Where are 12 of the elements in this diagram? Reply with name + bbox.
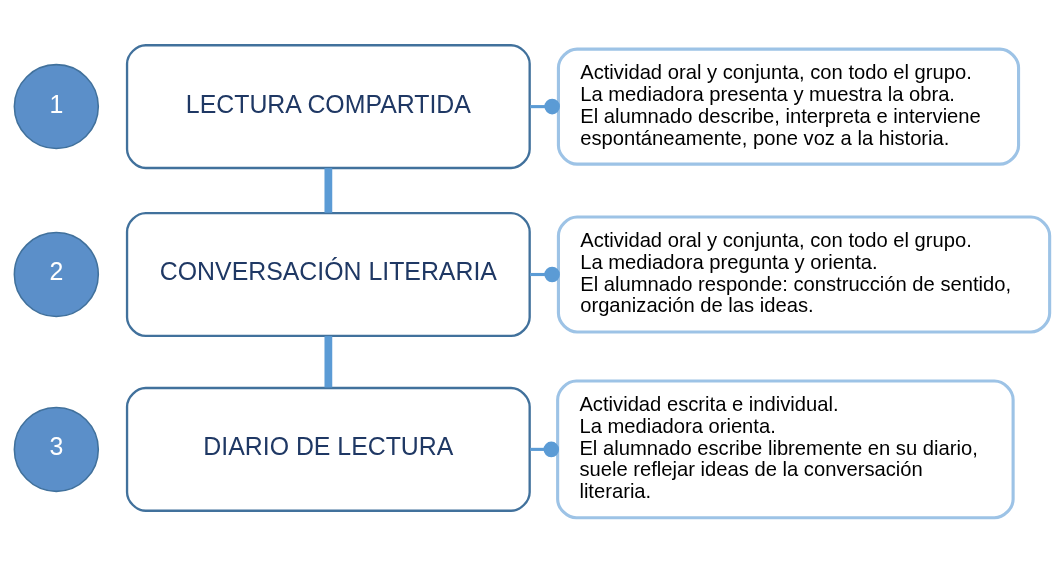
node-box: Actividad oral y conjunta, con todo el grupo. La mediadora pregunta y orienta. El alumnado responde: construcción de sentido, organización de las ideas.: [556, 215, 1052, 334]
node-box: CONVERSACIÓN LITERARIA: [125, 211, 531, 338]
connector: [530, 98, 560, 115]
connector: [530, 441, 560, 458]
node-box: DIARIO DE LECTURA: [125, 386, 531, 512]
node-circle: 3: [13, 406, 100, 493]
node-box: Actividad escrita e individual. La mediadora orienta. El alumnado escribe libremente en su diario, suele reflejar ideas de la conversación literaria.: [556, 379, 1015, 520]
node-circle: 1: [13, 63, 100, 150]
connector: [529, 266, 560, 283]
node-box: LECTURA COMPARTIDA: [125, 44, 531, 170]
node-circle: 2: [13, 231, 100, 318]
node-box: Actividad oral y conjunta, con todo el grupo. La mediadora presenta y muestra la obra. El alumnado describe, interpreta e interviene espontáneamente, pone voz a la historia.: [556, 47, 1021, 166]
